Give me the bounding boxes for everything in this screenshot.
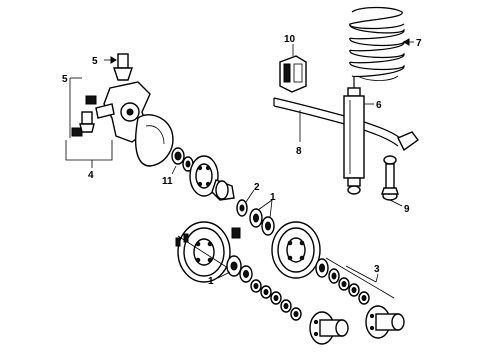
- bumper-bracket: [279, 55, 307, 93]
- callout-11: 11: [162, 176, 173, 187]
- callout-10: 10: [284, 34, 296, 45]
- leader-5-top-arrow: [110, 56, 117, 64]
- callout-2: 2: [254, 182, 260, 193]
- leader-1-bottom: [217, 271, 231, 279]
- castle-nut-upper: [85, 95, 97, 105]
- castle-nut-lower: [71, 127, 83, 137]
- bearing-stack-left-a: [226, 255, 242, 277]
- upper-ball-joint: [113, 53, 133, 81]
- bearing-1-top-b: [261, 216, 275, 236]
- rotor-left-bolts: [175, 233, 189, 247]
- hub-lower-right: [365, 305, 405, 339]
- coil-spring: [349, 6, 405, 81]
- bracket-3-line-a: [325, 257, 395, 299]
- hub-lower-left: [309, 311, 349, 345]
- callout-4: 4: [88, 170, 94, 181]
- bearing-2: [236, 199, 248, 217]
- bearing-stack-left-b: [239, 265, 253, 283]
- callout-6: 6: [376, 100, 382, 111]
- callout-5-left: 5: [62, 74, 68, 85]
- leader-7-arrow: [403, 38, 410, 46]
- callout-1-bottom: 1: [208, 276, 214, 287]
- leader-3: [375, 273, 379, 283]
- shock-absorber: [343, 76, 365, 195]
- leader-1-top-b: [269, 199, 273, 219]
- bracket-3-line-b: [345, 265, 377, 283]
- callout-1-top: 1: [270, 192, 276, 203]
- callout-5-top: 5: [92, 56, 98, 67]
- rotor-right: [271, 221, 321, 279]
- stabilizer-link: [381, 155, 399, 201]
- leader-9: [389, 199, 403, 207]
- rotor-left: [177, 221, 231, 283]
- bearing-1-top-a: [249, 208, 263, 228]
- leader-2: [245, 189, 255, 203]
- upper-hub-spindle: [211, 179, 235, 201]
- callout-3: 3: [374, 264, 380, 275]
- callout-8: 8: [296, 146, 302, 157]
- small-nut-center: [231, 227, 241, 239]
- leader-1-top-a: [257, 199, 273, 211]
- seal-row-left: [250, 279, 302, 321]
- leader-11: [171, 165, 177, 175]
- bracket-4: [65, 140, 113, 161]
- upper-hub-rotor: [189, 155, 219, 197]
- hub-seal-11: [171, 147, 185, 165]
- bearing-row-right: [315, 258, 370, 305]
- brake-shield: [134, 114, 174, 167]
- callout-7: 7: [416, 38, 422, 49]
- lower-ball-joint: [79, 111, 95, 133]
- callout-9: 9: [404, 204, 410, 215]
